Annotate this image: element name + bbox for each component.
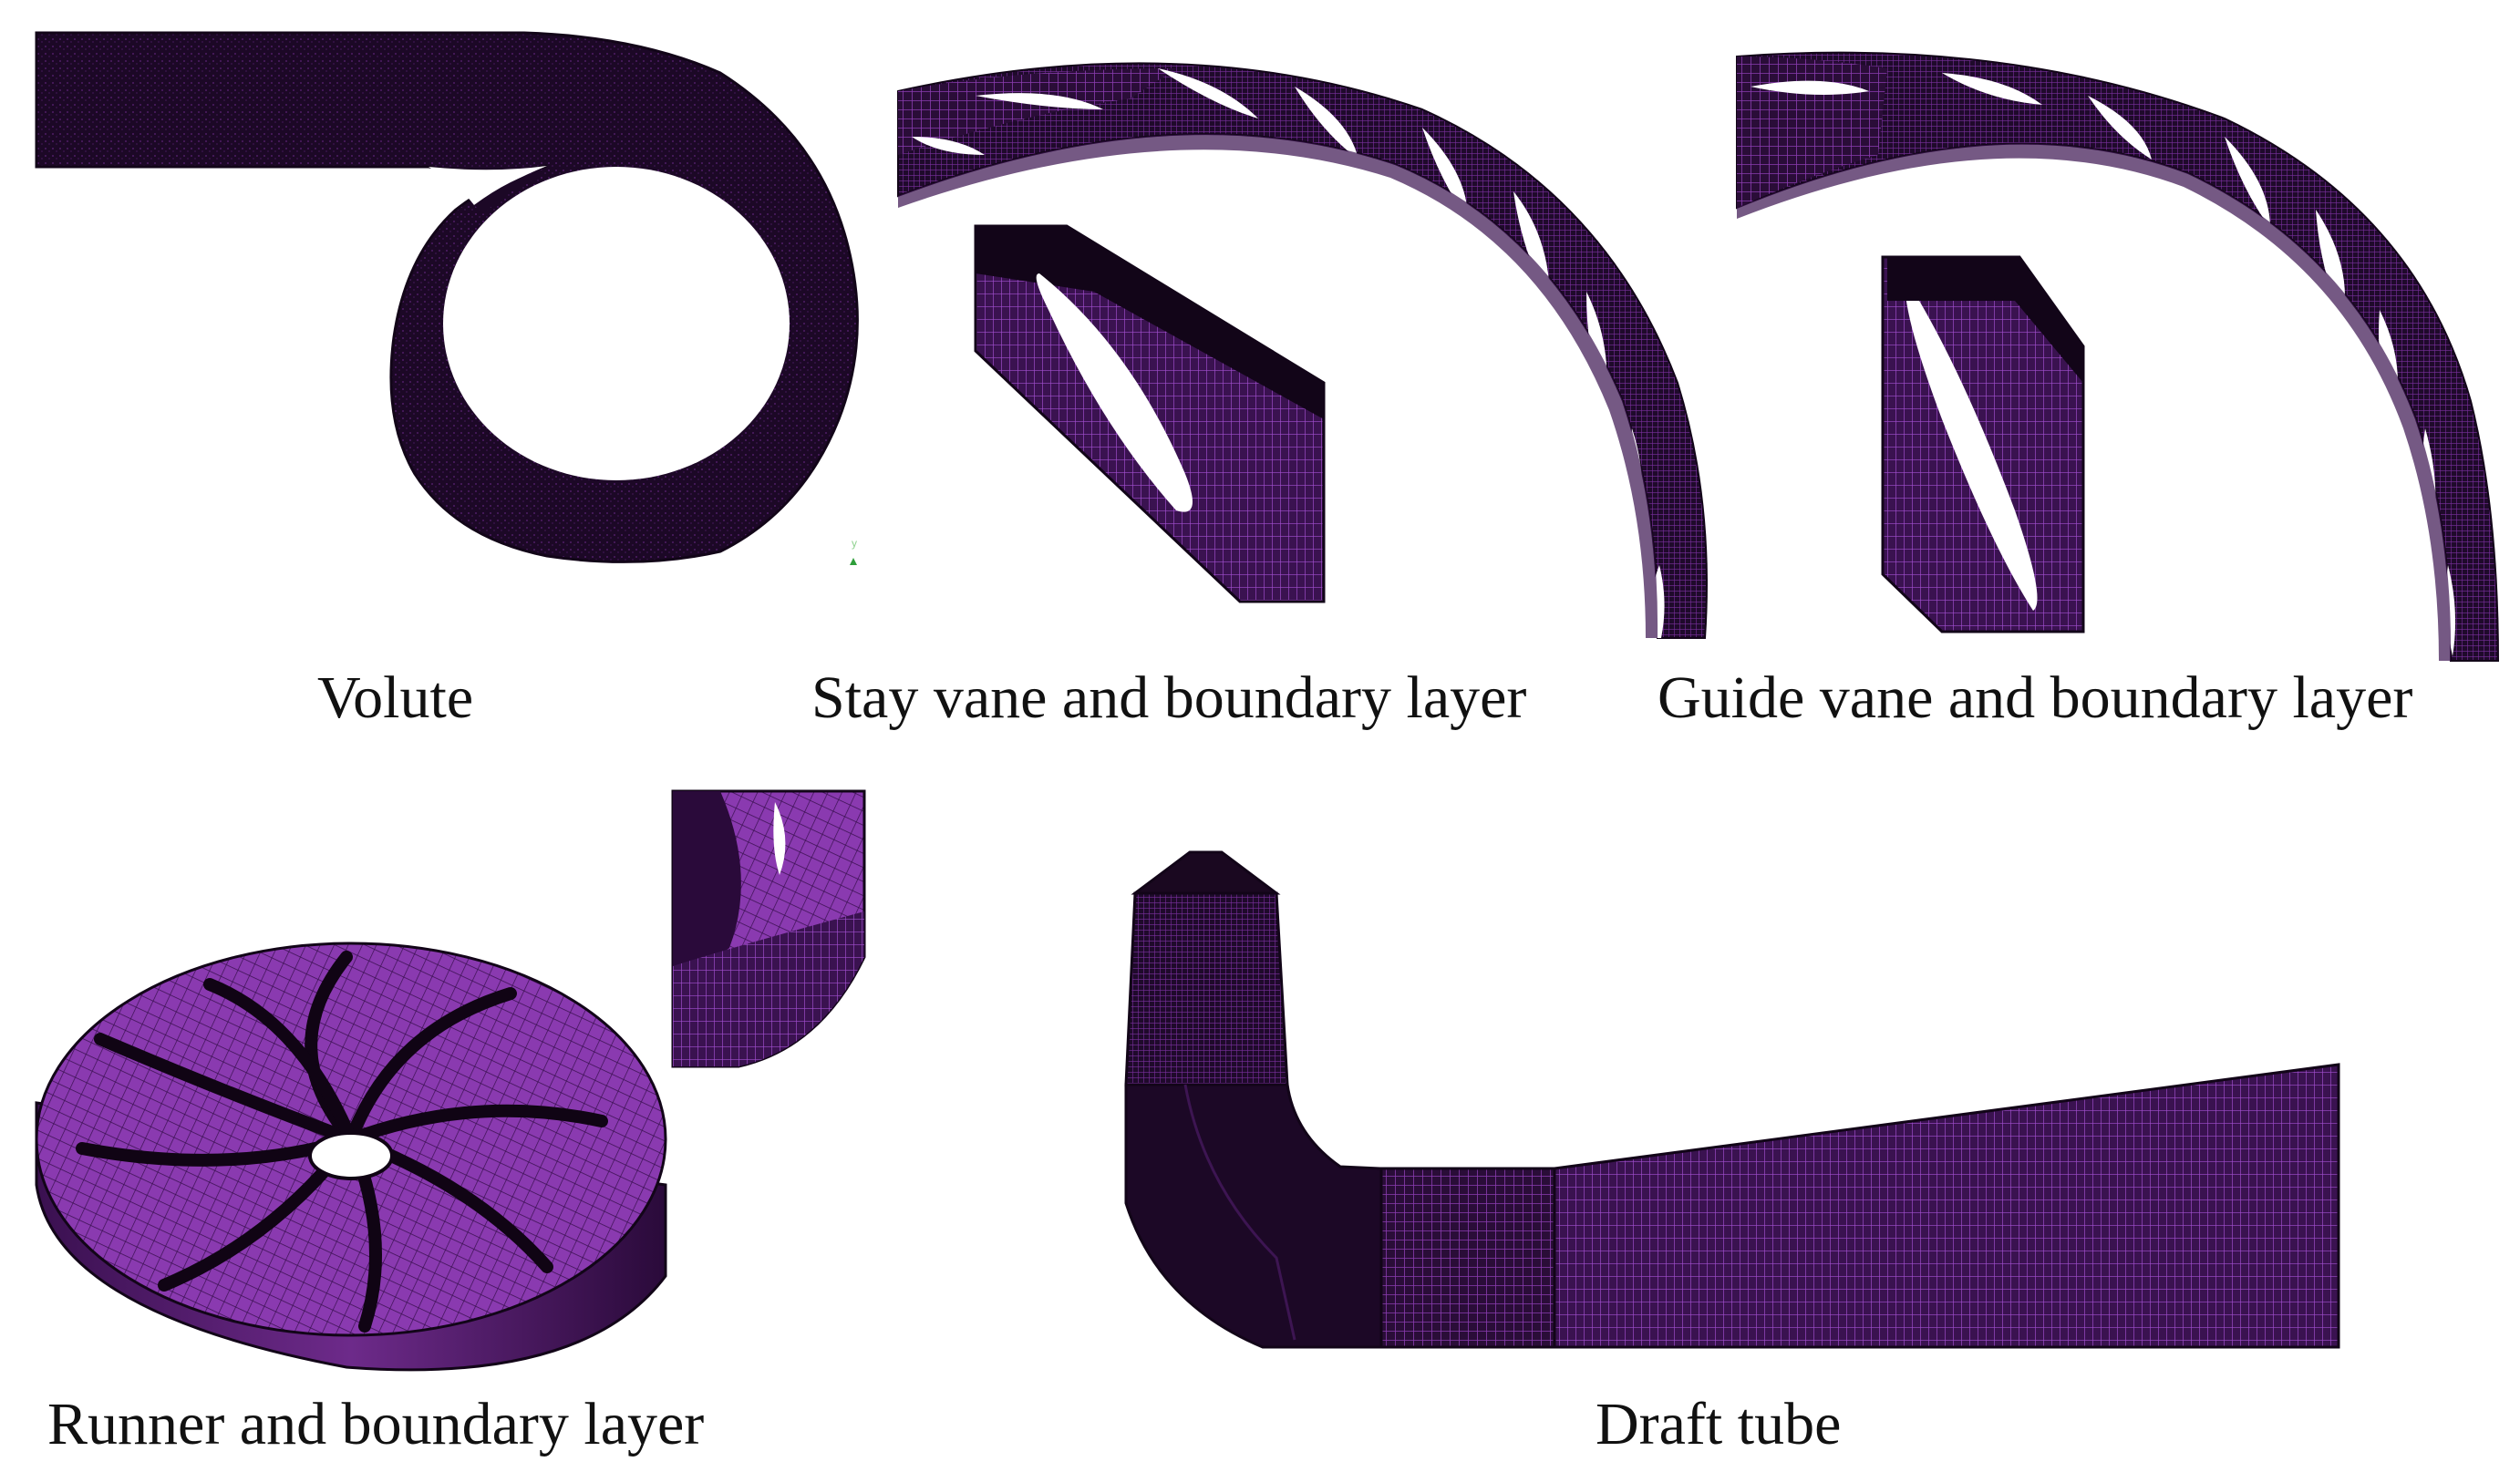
draft-tube-mesh xyxy=(1124,850,2340,1349)
guide-vane-ring xyxy=(1736,51,2500,662)
stay-vane-zoom-inset xyxy=(974,224,1326,603)
caption-runner: Runner and boundary layer xyxy=(47,1391,705,1457)
guide-vane-zoom-blade xyxy=(1905,278,2038,611)
runner-mesh xyxy=(35,942,667,1372)
caption-draft-tube: Draft tube xyxy=(1596,1391,1842,1457)
caption-volute: Volute xyxy=(317,664,474,731)
caption-guide-vane: Guide vane and boundary layer xyxy=(1658,664,2413,731)
volute-mesh xyxy=(35,31,859,563)
stay-vane-zoom-blade xyxy=(1036,273,1193,512)
guide-vane-zoom-inset xyxy=(1881,255,2085,633)
stay-vane-ring xyxy=(897,62,1708,639)
axis-marker: y xyxy=(850,537,857,565)
axis-marker-label: y xyxy=(852,537,857,550)
caption-stay-vane: Stay vane and boundary layer xyxy=(811,664,1527,731)
runner-zoom-inset xyxy=(671,789,866,1068)
runner-blades xyxy=(76,951,608,1333)
